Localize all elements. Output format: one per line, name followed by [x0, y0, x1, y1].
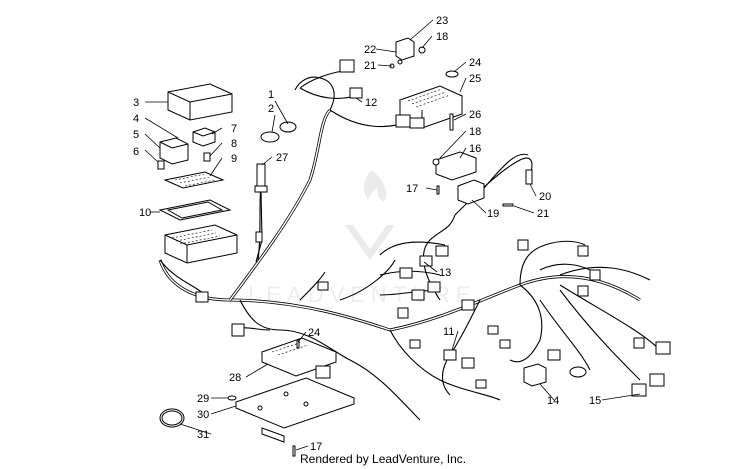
callout-2: 2	[268, 103, 274, 115]
callout-18-mid: 18	[469, 126, 481, 138]
callout-27: 27	[276, 152, 288, 164]
gasket	[158, 199, 232, 221]
callout-26: 26	[469, 109, 481, 121]
mounting-tray-30	[234, 377, 356, 443]
callout-15: 15	[589, 395, 601, 407]
sensor-27	[254, 163, 268, 263]
callout-28: 28	[229, 372, 241, 384]
callout-22: 22	[364, 44, 376, 56]
bracket-23	[389, 37, 426, 69]
ignition-coil-19	[457, 153, 533, 205]
callout-19: 19	[487, 208, 499, 220]
callout-11: 11	[443, 326, 454, 338]
connectors-13	[397, 245, 475, 319]
callout-12: 12	[365, 97, 377, 109]
band-clamp-31	[159, 408, 185, 428]
fuse-small	[157, 152, 211, 170]
relay-large	[159, 137, 189, 165]
callout-17-bottom: 17	[310, 441, 322, 453]
connector-1-2	[260, 121, 297, 143]
callout-24-bottom: 24	[308, 327, 320, 339]
connectors-15	[631, 337, 671, 397]
callout-21: 21	[537, 208, 549, 220]
callout-10: 10	[139, 207, 151, 219]
connector-top	[339, 59, 355, 73]
callout-6: 6	[133, 146, 139, 158]
callout-3: 3	[133, 97, 139, 109]
watermark-logo: LEADVENTURE	[248, 170, 471, 307]
callout-23: 23	[436, 15, 448, 27]
callout-29: 29	[197, 393, 209, 405]
callout-30: 30	[197, 409, 209, 421]
callout-24-top: 24	[469, 57, 481, 69]
fuse-block	[164, 224, 238, 264]
ecu-module-28	[260, 337, 338, 379]
component-14	[523, 363, 587, 387]
connectors-11	[409, 339, 487, 389]
fuse-box-cover	[167, 83, 233, 121]
connectors-left	[195, 281, 329, 337]
callout-8: 8	[231, 138, 237, 150]
voltage-regulator	[395, 85, 464, 129]
callout-13: 13	[439, 267, 451, 279]
callout-21-top: 21	[364, 60, 376, 72]
callout-25: 25	[469, 73, 481, 85]
main-harness	[158, 69, 661, 421]
callout-5: 5	[133, 129, 139, 141]
fuse-panel	[163, 171, 225, 189]
callout-labels: 3 4 5 6 7 8 9 10 1 2 27 12 22 21 23 18 2…	[133, 15, 601, 453]
washer-24	[445, 70, 459, 78]
callout-14: 14	[547, 395, 559, 407]
relay-small	[192, 127, 216, 147]
callout-18-top: 18	[436, 31, 448, 43]
callout-17-mid: 17	[406, 183, 418, 195]
fasteners-bottom	[227, 339, 300, 457]
mounting-bracket-16	[432, 151, 477, 181]
callout-20: 20	[539, 191, 551, 203]
connector-12	[349, 87, 363, 99]
leader-lines	[144, 19, 641, 451]
callout-7: 7	[231, 123, 237, 135]
callout-16: 16	[469, 143, 481, 155]
screw-26	[449, 113, 454, 131]
callout-9: 9	[231, 153, 237, 165]
callout-1: 1	[268, 89, 274, 101]
footer-credit: Rendered by LeadVenture, Inc.	[300, 452, 467, 466]
connectors-right	[487, 239, 601, 361]
callout-31: 31	[197, 429, 209, 441]
callout-4: 4	[133, 113, 139, 125]
